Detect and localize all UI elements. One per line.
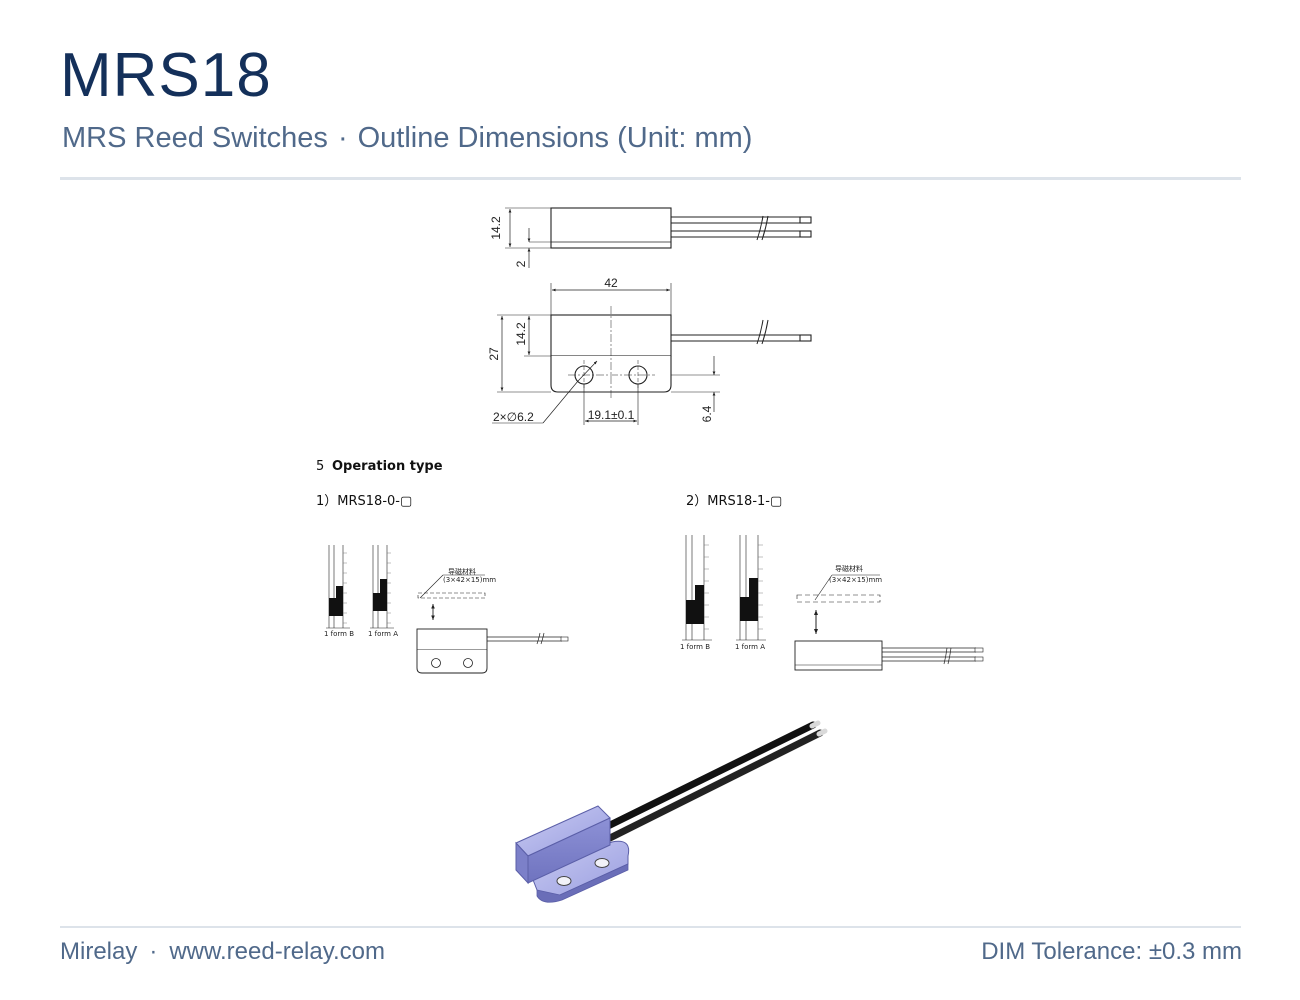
variant2-form-b: 1 form B	[680, 643, 710, 651]
variant2-form-a: 1 form A	[735, 643, 765, 651]
variant1-ticks	[343, 552, 391, 624]
variant1-diagram	[326, 545, 569, 674]
page-subtitle: MRS Reed Switches · Outline Dimensions (Un…	[62, 122, 752, 155]
variant1-material-dim: (3×42×15)mm	[443, 576, 496, 584]
variant2-label: 2）MRS18-1-▢	[686, 494, 782, 509]
subtitle-product-line: MRS Reed Switches	[62, 122, 328, 154]
product-render	[515, 720, 828, 903]
operation-heading: Operation type	[332, 459, 443, 474]
front-view	[492, 283, 812, 425]
footer-brand-line: Mirelay · www.reed-relay.com	[60, 938, 385, 966]
variant1-label: 1）MRS18-0-▢	[316, 494, 412, 509]
header-divider	[60, 177, 1241, 180]
footer-url[interactable]: www.reed-relay.com	[169, 938, 385, 965]
dim-length: 42	[604, 276, 618, 290]
variant1-form-a: 1 form A	[368, 630, 398, 638]
dim-total-height: 27	[487, 347, 501, 361]
dim-holes: 2×∅6.2	[493, 410, 534, 424]
variant1-material-cn: 导磁材料	[448, 567, 476, 576]
dim-hole-offset: 6.4	[700, 405, 714, 422]
variant2-material-cn: 导磁材料	[835, 564, 863, 573]
dim-height-side: 14.2	[489, 216, 503, 240]
operation-heading-number: 5	[316, 459, 324, 474]
subtitle-separator: ·	[337, 122, 348, 154]
dim-height-front: 14.2	[514, 322, 528, 346]
variant2-ticks	[704, 544, 763, 630]
footer-separator: ·	[149, 938, 158, 965]
variant1-form-b: 1 form B	[324, 630, 354, 638]
dim-base-side: 2	[514, 260, 528, 267]
variant2-material-dim: (3×42×15)mm	[829, 576, 882, 584]
page-title: MRS18	[60, 41, 272, 110]
side-view	[505, 207, 812, 268]
footer-divider	[60, 926, 1241, 928]
subtitle-section: Outline Dimensions (Unit: mm)	[357, 122, 753, 154]
variant2-diagram	[682, 535, 984, 671]
footer-tolerance: DIM Tolerance: ±0.3 mm	[981, 938, 1242, 965]
footer-brand: Mirelay	[60, 938, 138, 965]
dim-hole-pitch: 19.1±0.1	[588, 408, 635, 422]
